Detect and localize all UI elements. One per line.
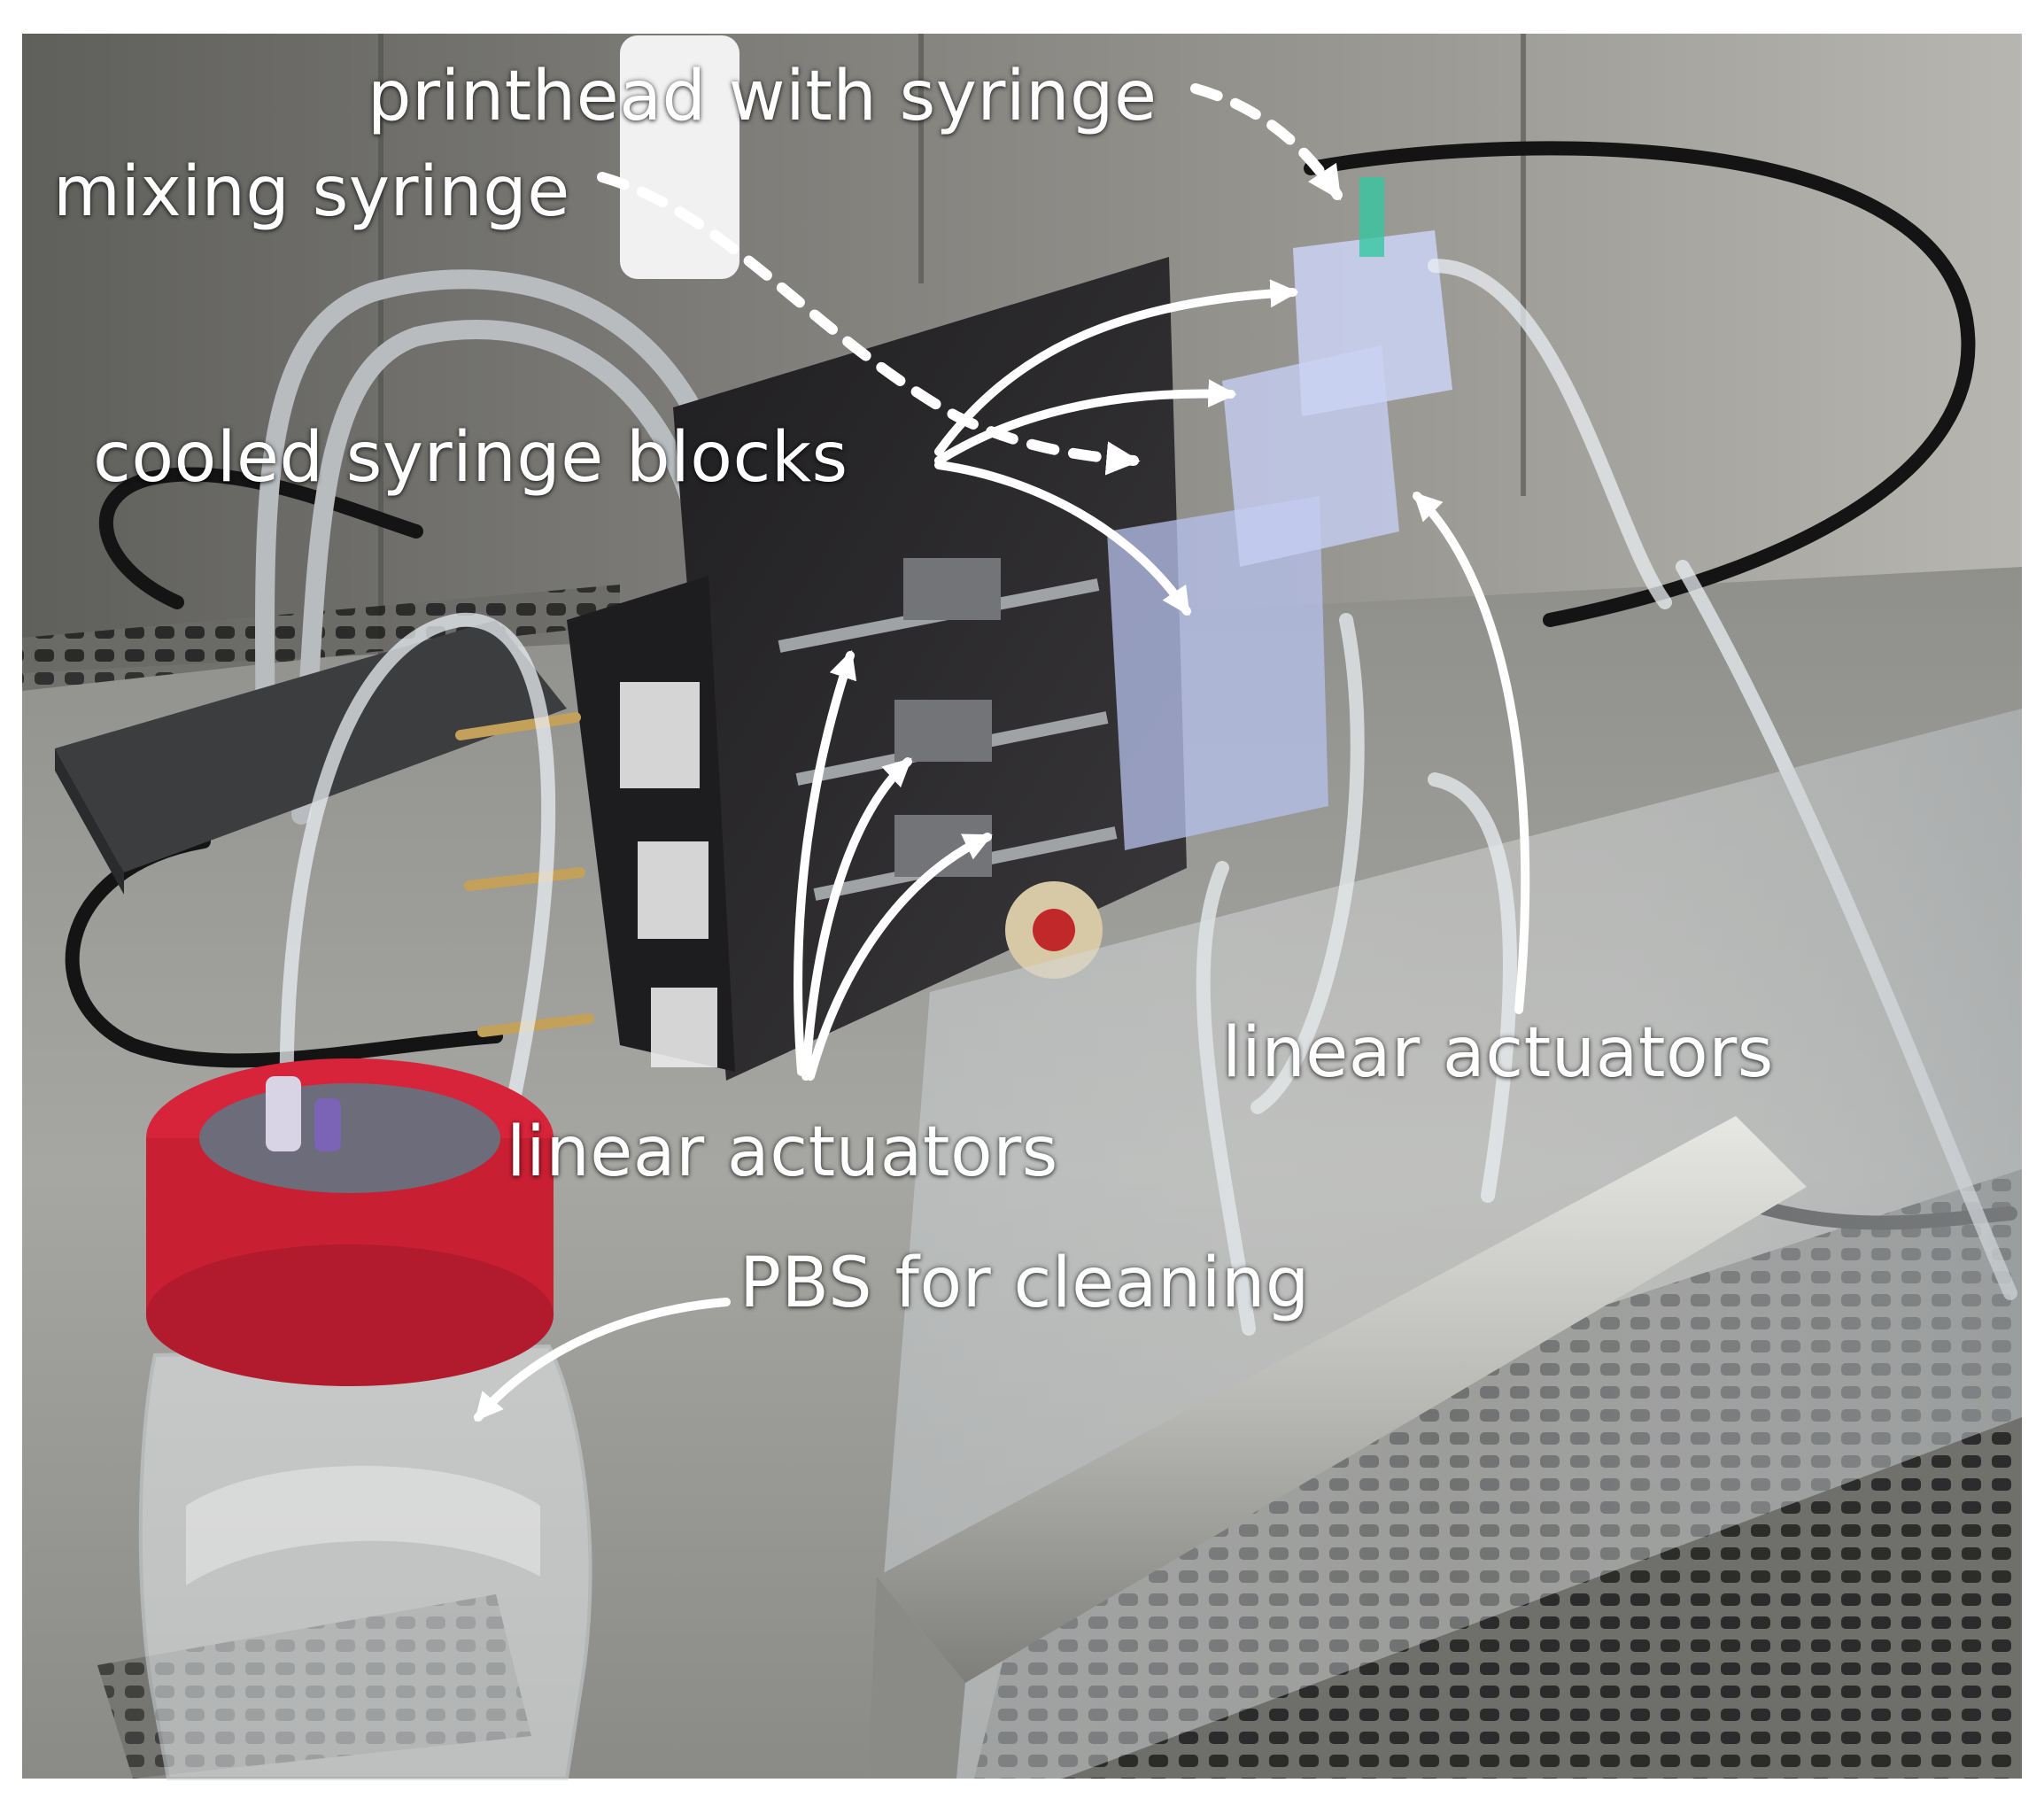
arrow-mixing — [597, 172, 1141, 476]
label-linear-actuators-left: linear actuators — [507, 1112, 1058, 1192]
arrow-cooled-3 — [934, 461, 1191, 616]
label-pbs-for-cleaning: PBS for cleaning — [739, 1244, 1310, 1323]
arrow-linear-r — [1413, 492, 1530, 1014]
arrow-linear-l-3 — [806, 833, 993, 1081]
arrow-printhead — [1190, 83, 1343, 201]
label-linear-actuators-right: linear actuators — [1222, 1013, 1774, 1093]
pbs-bottle — [138, 1058, 592, 1780]
label-cooled-syringe-blocks: cooled syringe blocks — [93, 418, 848, 498]
annotation-arrows — [474, 83, 1530, 1422]
power-supply — [55, 620, 567, 895]
arrow-cooled-2 — [934, 379, 1237, 465]
mixing-syringe-object — [620, 35, 739, 279]
arrow-linear-l-1 — [794, 649, 857, 1076]
arrow-linear-l-2 — [801, 757, 912, 1081]
photo — [22, 34, 2022, 1780]
arrow-cooled-1 — [934, 279, 1299, 456]
label-printhead-with-syringe: printhead with syringe — [368, 57, 1157, 136]
arrow-pbs — [474, 1298, 731, 1422]
label-mixing-syringe: mixing syringe — [53, 152, 570, 232]
